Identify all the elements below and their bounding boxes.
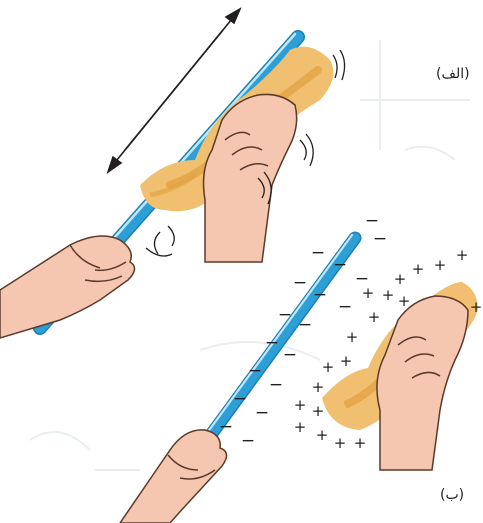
panel-a-label: (الف) <box>436 66 470 82</box>
panel-b-label: (ب) <box>440 487 464 503</box>
charge-minus: − <box>265 333 279 353</box>
charge-minus: − <box>255 403 269 423</box>
charge-plus: + <box>312 378 325 396</box>
charge-minus: − <box>283 345 297 365</box>
charge-minus: − <box>338 297 352 317</box>
charge-plus: + <box>434 256 447 274</box>
charge-plus: + <box>382 286 395 304</box>
charge-minus: − <box>313 285 327 305</box>
charge-plus: + <box>334 434 347 452</box>
charge-minus: − <box>373 229 387 249</box>
rubbing-hand-b <box>377 296 468 470</box>
charge-minus: − <box>248 361 262 381</box>
panel-b: − − − − − − − − − − − − − − − − − − + + … <box>120 211 482 523</box>
charge-plus: + <box>316 426 329 444</box>
charge-plus: + <box>294 418 307 436</box>
charge-plus: + <box>398 292 411 310</box>
charge-plus: + <box>394 270 407 288</box>
charge-plus: + <box>412 260 425 278</box>
charge-minus: − <box>293 273 307 293</box>
charge-plus: + <box>340 352 353 370</box>
charge-minus: − <box>333 255 347 275</box>
charge-minus: − <box>311 243 325 263</box>
charge-plus: + <box>456 246 469 264</box>
charge-plus: + <box>470 298 483 316</box>
charge-plus: + <box>312 402 325 420</box>
holding-hand-b <box>120 430 227 523</box>
charge-plus: + <box>294 396 307 414</box>
charge-minus: − <box>278 305 292 325</box>
charge-minus: − <box>233 389 247 409</box>
charge-plus: + <box>362 284 375 302</box>
charge-plus: + <box>368 308 381 326</box>
charge-minus: − <box>298 315 312 335</box>
charge-plus: + <box>354 434 367 452</box>
charge-minus: − <box>219 417 233 437</box>
charge-minus: − <box>241 431 255 451</box>
charge-minus: − <box>269 375 283 395</box>
holding-hand-a <box>0 236 135 338</box>
charge-plus: + <box>346 328 359 346</box>
charge-plus: + <box>322 358 335 376</box>
charge-minus: − <box>365 211 379 231</box>
